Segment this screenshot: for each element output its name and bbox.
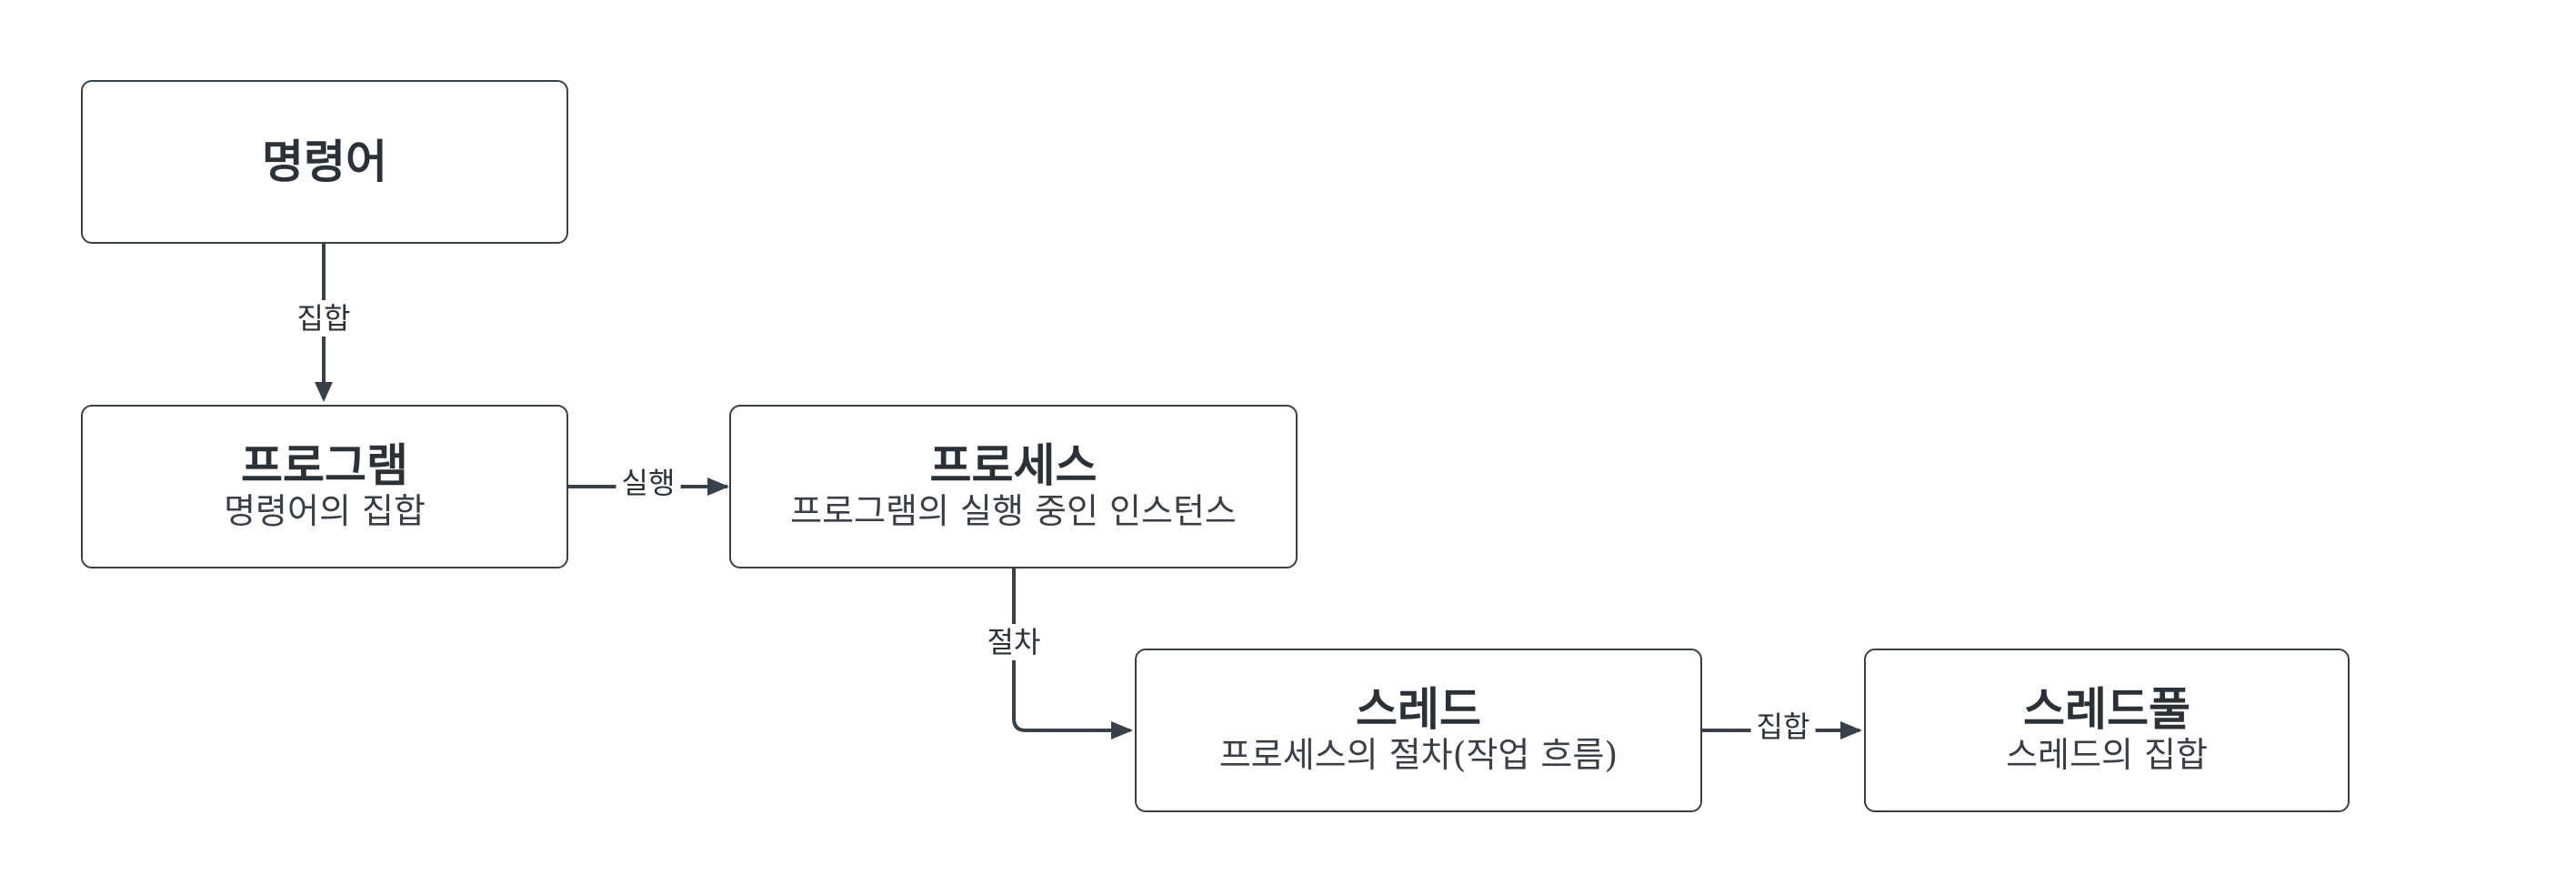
edge-process-thread [1012, 568, 1130, 732]
edge-label-program-process: 실행 [616, 465, 681, 501]
node-program-subtitle: 명령어의 집합 [224, 491, 426, 532]
node-instruction: 명령어 [81, 80, 568, 244]
edge-label-thread-threadpool: 집합 [1750, 709, 1816, 745]
arrowhead-program-process [707, 478, 729, 496]
node-threadpool-title: 스레드풀 [2023, 682, 2190, 737]
arrowhead-process-thread [1111, 721, 1133, 739]
arrowhead-thread-threadpool [1840, 721, 1862, 739]
arrowhead-instruction-program [315, 382, 333, 402]
edge-label-instruction-program: 집합 [291, 300, 356, 337]
edge-label-process-thread: 절차 [981, 624, 1047, 660]
node-instruction-title: 명령어 [262, 135, 387, 188]
node-thread-title: 스레드 [1356, 682, 1481, 737]
node-threadpool: 스레드풀 스레드의 집합 [1864, 649, 2350, 812]
node-program: 프로그램 명령어의 집합 [81, 405, 568, 568]
node-threadpool-subtitle: 스레드의 집합 [2006, 735, 2208, 776]
node-process-subtitle: 프로그램의 실행 중인 인스턴스 [790, 491, 1237, 532]
node-thread-subtitle: 프로세스의 절차(작업 흐름) [1218, 735, 1619, 776]
node-process-title: 프로세스 [929, 438, 1098, 493]
node-thread: 스레드 프로세스의 절차(작업 흐름) [1135, 649, 1702, 812]
node-process: 프로세스 프로그램의 실행 중인 인스턴스 [729, 405, 1298, 568]
node-program-title: 프로그램 [241, 438, 408, 493]
